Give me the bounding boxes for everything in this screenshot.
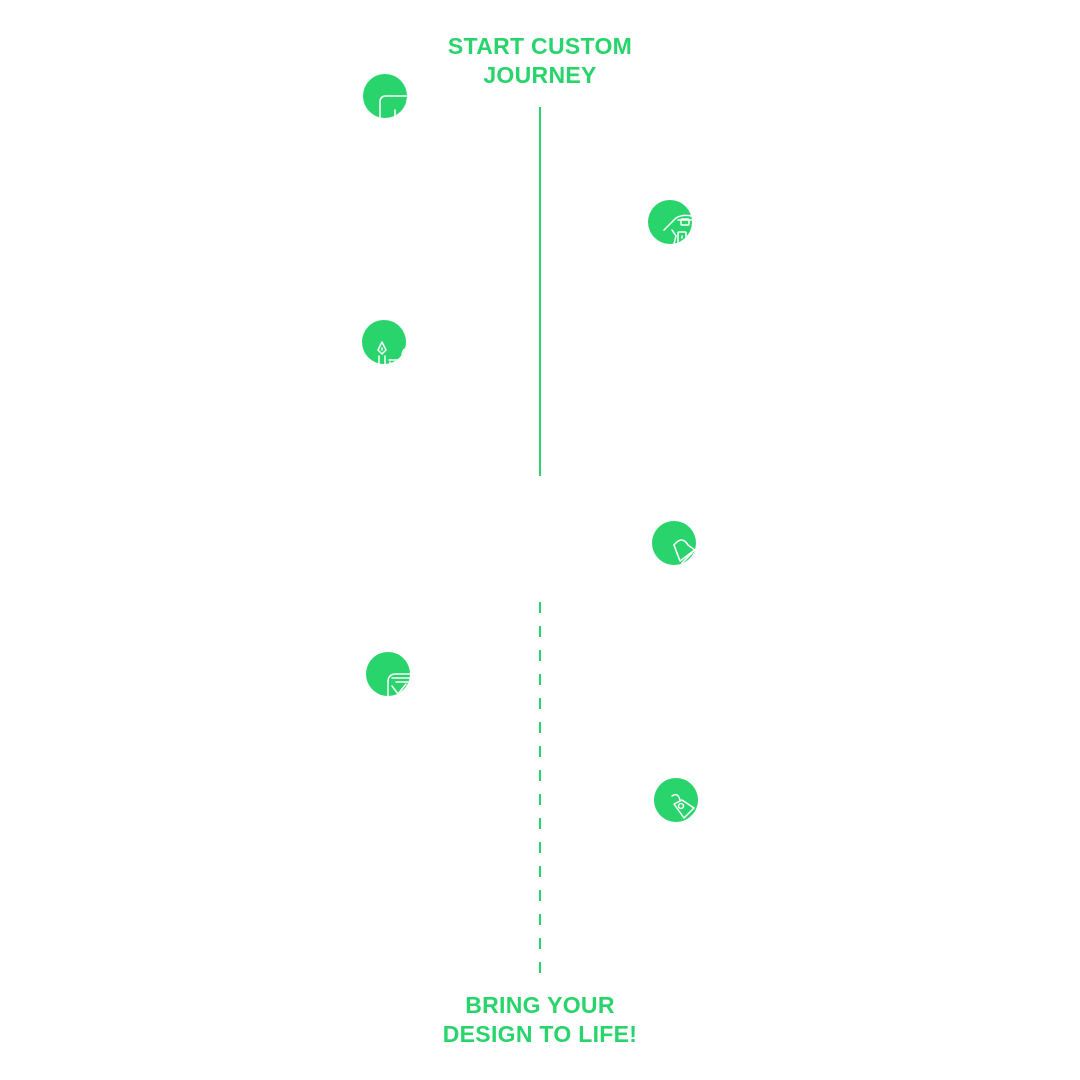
journey-start-title-line-1: START CUSTOM — [447, 33, 633, 59]
journey-end-title-line-1: BRING YOUR — [465, 992, 615, 1018]
step-node-4 — [652, 521, 696, 565]
approval-shape-icon — [673, 539, 696, 564]
step-node-5 — [366, 652, 410, 696]
journey-start-title: START CUSTOM JOURNEY — [390, 32, 690, 90]
pen-tool-icon — [377, 341, 406, 364]
journey-end-title-line-2: DESIGN TO LIFE! — [442, 1021, 638, 1047]
step-node-1 — [363, 74, 407, 118]
step-node-2 — [648, 200, 692, 244]
timeline-solid-line — [539, 107, 541, 476]
step-node-6 — [654, 778, 698, 822]
journey-start-title-line-2: JOURNEY — [483, 62, 597, 88]
checkbox-list-icon — [387, 673, 410, 696]
hand-drawing-icon — [663, 214, 692, 244]
tag-label-icon — [671, 793, 698, 819]
journey-end-title: BRING YOUR DESIGN TO LIFE! — [390, 991, 690, 1049]
design-card-icon — [379, 95, 407, 118]
timeline-dashed-line — [539, 602, 541, 974]
step-node-3 — [362, 320, 406, 364]
